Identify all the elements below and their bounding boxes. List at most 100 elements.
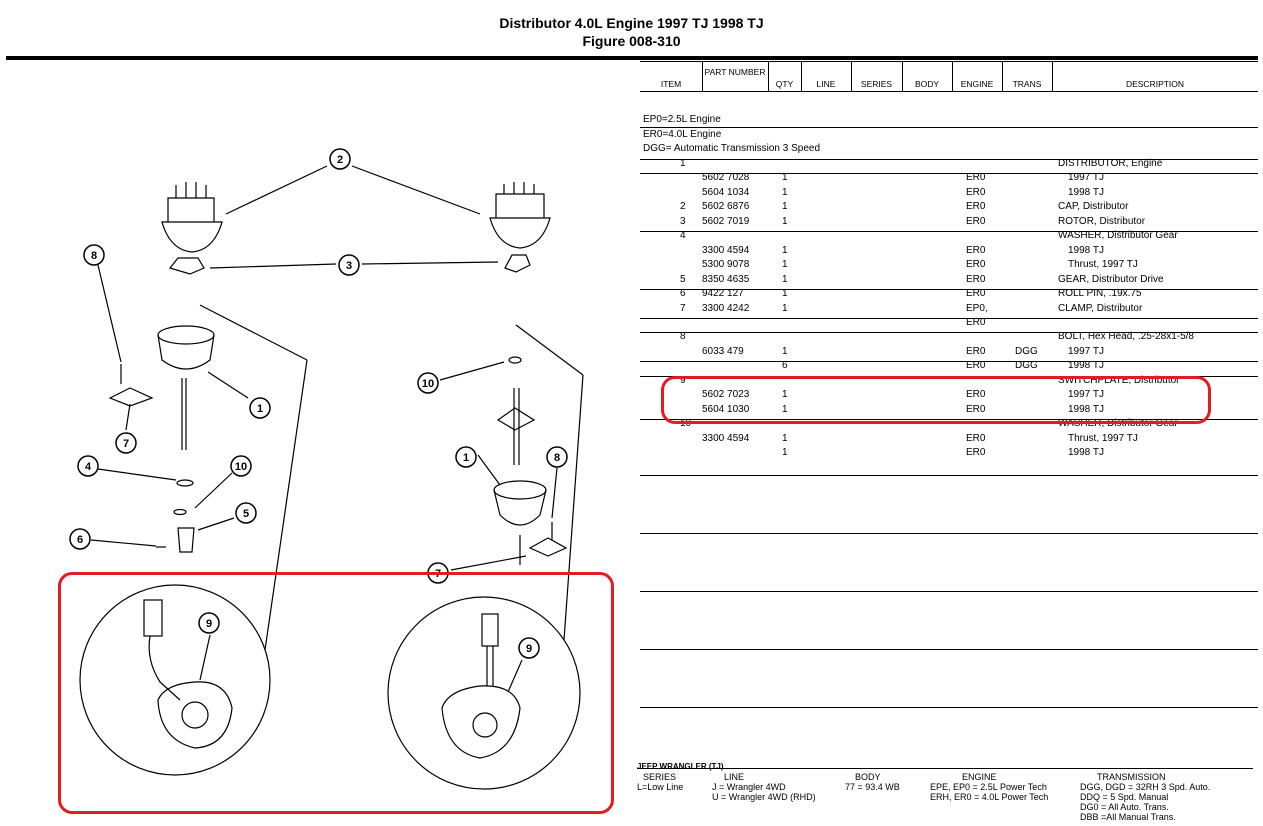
cell-qty: 1: [782, 273, 788, 285]
col-header-part-number: PART NUMBER: [704, 67, 766, 77]
cell-part: 5604 1034: [702, 186, 750, 198]
cell-desc: 1998 TJ: [1068, 186, 1104, 198]
callout-5: 5: [235, 502, 257, 524]
cell-qty: 1: [782, 215, 788, 227]
cell-qty: 1: [782, 432, 788, 444]
row-rule: [640, 317, 1258, 319]
row-rule: [640, 419, 1258, 421]
cell-desc: SWITCHPLATE, Distributor: [1058, 374, 1180, 386]
svg-text:10: 10: [235, 461, 247, 473]
cell-item: 8: [680, 331, 686, 343]
col-sep: [952, 61, 953, 91]
svg-text:7: 7: [123, 438, 129, 450]
page-title: Distributor 4.0L Engine 1997 TJ 1998 TJ: [499, 15, 764, 31]
col-sep: [902, 61, 903, 91]
cell-part: 5602 7023: [702, 389, 750, 401]
footer-series-head: SERIES: [643, 772, 677, 782]
cell-qty: 1: [782, 288, 788, 300]
cell-desc: 1998 TJ: [1068, 403, 1104, 415]
col-header-engine: ENGINE: [960, 79, 994, 89]
cell-part: 6033 479: [702, 345, 744, 357]
row-rule: [640, 707, 1258, 708]
callout-8-left: 8: [83, 244, 105, 266]
col-header-item: ITEM: [660, 79, 682, 89]
svg-text:10: 10: [422, 378, 434, 390]
row-rule: [640, 127, 1258, 128]
svg-text:5: 5: [243, 508, 249, 520]
cell-trans: DGG: [1015, 360, 1038, 372]
cell-desc: 1997 TJ: [1068, 389, 1104, 401]
cell-item: 7: [680, 302, 686, 314]
svg-text:9: 9: [206, 618, 212, 630]
footer-trans-0: DGG, DGD = 32RH 3 Spd. Auto.: [1080, 782, 1211, 792]
cell-part: 3300 4594: [702, 432, 750, 444]
cell-item: 2: [680, 201, 686, 213]
footer-engine-1: ERH, ER0 = 4.0L Power Tech: [930, 792, 1049, 802]
cell-qty: 1: [782, 302, 788, 314]
footer-model: JEEP WRANGLER (TJ): [637, 762, 724, 771]
callout-6: 6: [69, 528, 91, 550]
cell-desc: WASHER, Distributor Gear: [1058, 230, 1178, 242]
cell-desc: CLAMP, Distributor: [1058, 302, 1143, 314]
footer-trans-2: DG0 = All Auto. Trans.: [1080, 802, 1169, 812]
svg-text:8: 8: [554, 452, 560, 464]
note-er0: ER0=4.0L Engine: [643, 129, 722, 140]
col-sep: [702, 61, 703, 91]
callout-1-right: 1: [455, 446, 477, 468]
cell-qty: 1: [782, 259, 788, 271]
col-header-series: SERIES: [860, 79, 893, 89]
row-rule: [640, 289, 1258, 291]
cell-part: 3300 4242: [702, 302, 750, 314]
footer-rule: [637, 768, 1253, 769]
cell-engine: ER0: [966, 345, 986, 357]
cell-qty: 1: [782, 172, 788, 184]
cell-engine: ER0: [966, 215, 986, 227]
footer-line-1: U = Wrangler 4WD (RHD): [712, 792, 816, 802]
cell-desc: Thrust, 1997 TJ: [1068, 259, 1138, 271]
footer-body-0: 77 = 93.4 WB: [845, 782, 900, 792]
svg-text:9: 9: [526, 643, 532, 655]
cell-desc: GEAR, Distributor Drive: [1058, 273, 1164, 285]
cell-item: 1: [680, 158, 686, 169]
footer-body-head: BODY: [855, 772, 881, 782]
cell-part: 5602 7019: [702, 215, 750, 227]
cell-qty: 1: [782, 345, 788, 357]
cell-engine: EP0,: [966, 302, 988, 314]
svg-text:4: 4: [85, 461, 92, 473]
cell-item: 6: [680, 288, 686, 300]
callout-10-right: 10: [417, 372, 439, 394]
cell-engine: ER0: [966, 316, 986, 328]
cell-part: 9422 127: [702, 288, 744, 300]
cell-part: 5604 1030: [702, 403, 750, 415]
cell-item: 4: [680, 230, 686, 242]
svg-text:1: 1: [257, 403, 263, 415]
callout-8-right: 8: [546, 446, 568, 468]
footer-engine-0: EPE, EP0 = 2.5L Power Tech: [930, 782, 1047, 792]
row-rule: [640, 475, 1258, 476]
row-rule: [640, 591, 1258, 592]
cell-desc: Thrust, 1997 TJ: [1068, 432, 1138, 444]
cell-engine: ER0: [966, 244, 986, 256]
cell-item: 9: [680, 374, 686, 386]
col-sep: [768, 61, 769, 91]
figure-number: Figure 008-310: [582, 33, 681, 49]
callout-9-left: 9: [198, 612, 220, 634]
table-header-rule: [640, 91, 1258, 92]
cell-engine: ER0: [966, 360, 986, 372]
footer-trans-1: DDQ = 5 Spd. Manual: [1080, 792, 1169, 802]
callout-4: 4: [77, 455, 99, 477]
callout-7-left: 7: [115, 432, 137, 454]
col-header-line: LINE: [816, 79, 836, 89]
cell-desc: CAP, Distributor: [1058, 201, 1129, 213]
col-sep: [801, 61, 802, 91]
cell-engine: ER0: [966, 389, 986, 401]
cell-desc: 1998 TJ: [1068, 244, 1104, 256]
footer-series-0: L=Low Line: [637, 782, 684, 792]
cell-qty: 1: [782, 389, 788, 401]
callout-1-left: 1: [249, 397, 271, 419]
cell-engine: ER0: [966, 201, 986, 213]
cell-engine: ER0: [966, 447, 986, 458]
cell-engine: ER0: [966, 403, 986, 415]
note-dgg: DGG= Automatic Transmission 3 Speed: [643, 143, 821, 154]
col-sep: [1002, 61, 1003, 91]
